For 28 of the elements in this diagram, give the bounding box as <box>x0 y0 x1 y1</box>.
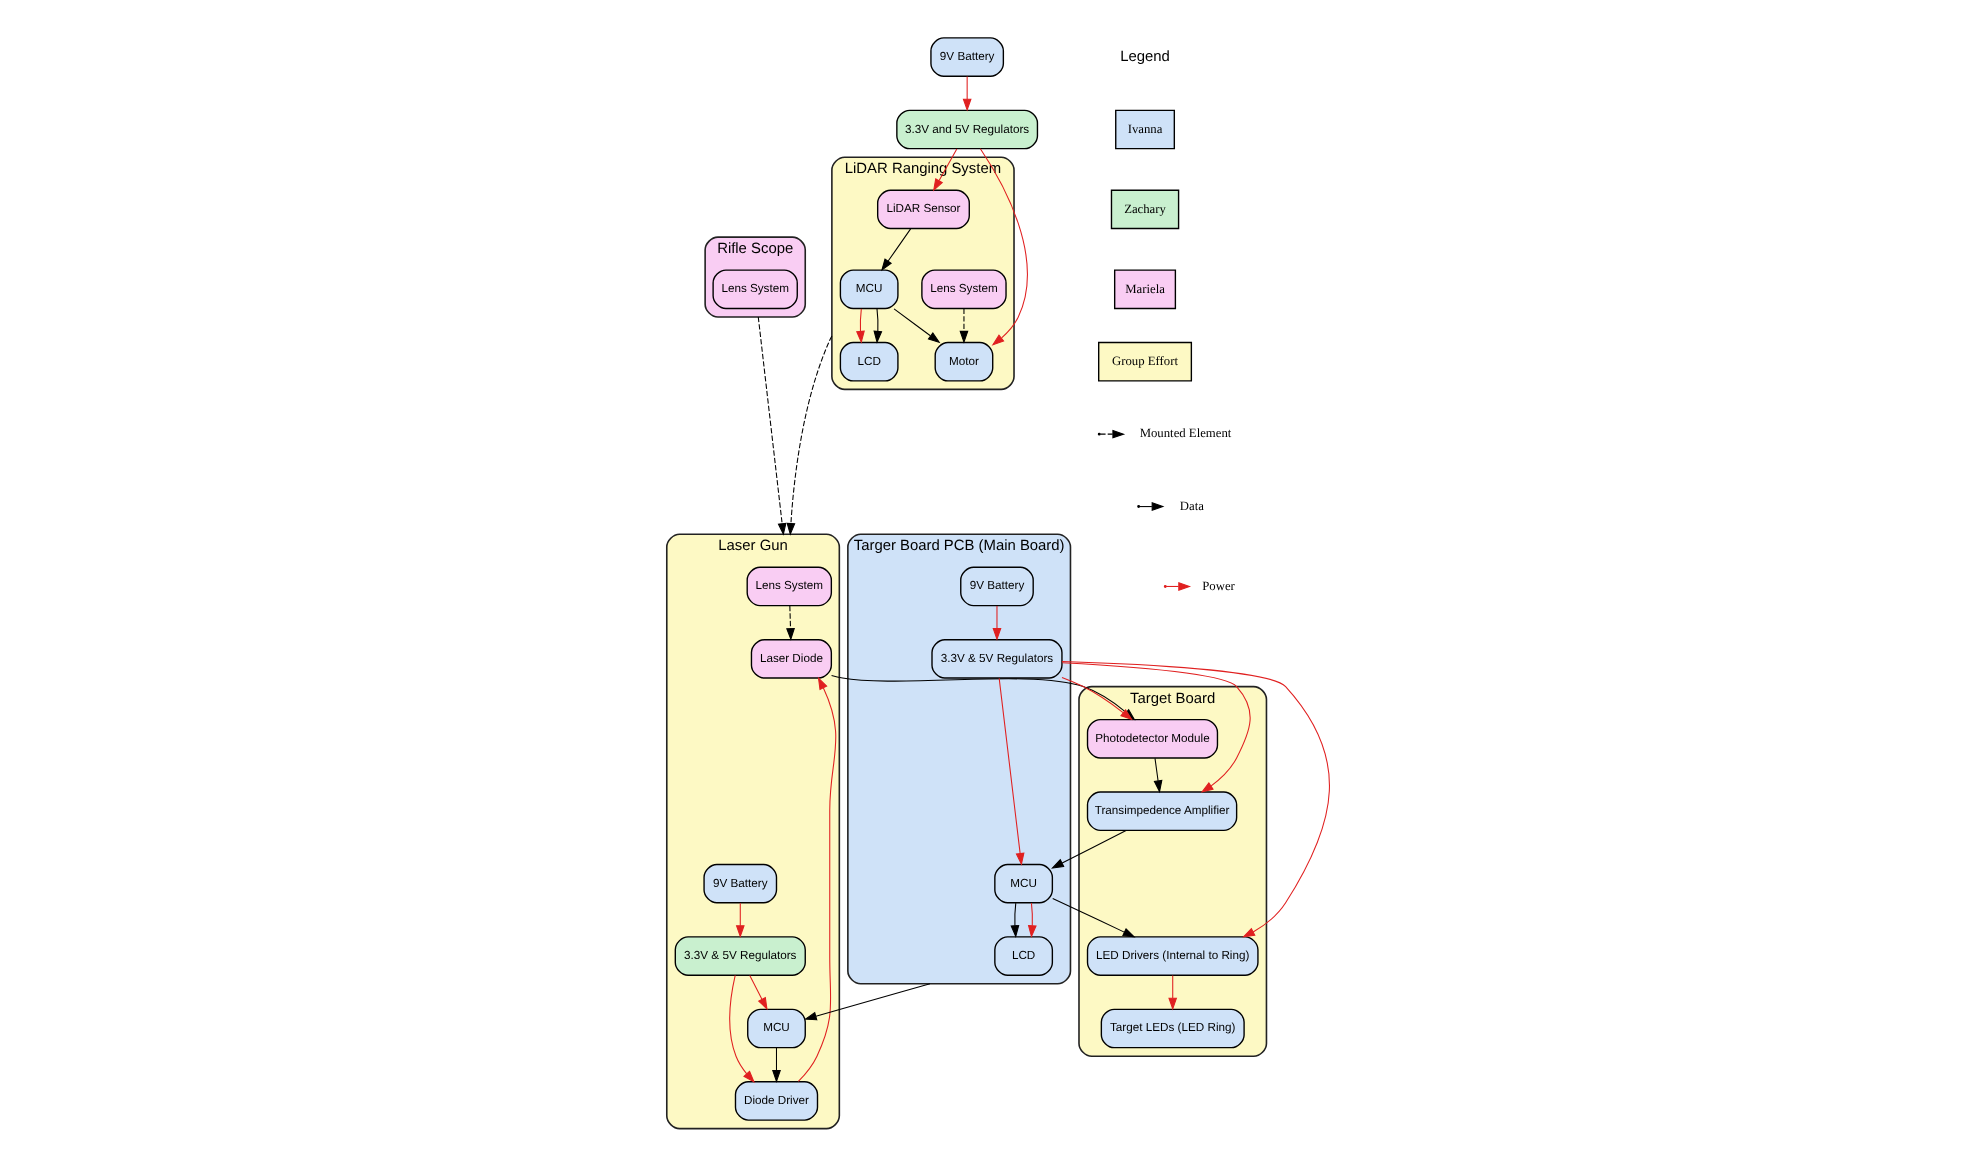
arrow <box>873 308 883 344</box>
arrow <box>786 335 833 536</box>
arrow <box>1061 662 1251 793</box>
arrow <box>959 308 969 344</box>
arrow <box>992 605 1002 641</box>
arrow <box>998 677 1025 866</box>
arrow <box>932 148 958 192</box>
arrow <box>1061 676 1133 721</box>
arrow <box>1168 975 1178 1011</box>
arrow <box>757 316 787 536</box>
arrow <box>962 76 972 112</box>
arrow <box>1010 902 1020 939</box>
arrow <box>729 974 755 1083</box>
arrow <box>1153 757 1163 794</box>
arrow <box>979 148 1028 346</box>
arrow <box>893 308 941 344</box>
arrow <box>797 676 837 1082</box>
arrow <box>749 975 768 1011</box>
arrow <box>803 983 931 1021</box>
arrow <box>855 308 865 344</box>
arrow <box>1061 660 1330 938</box>
arrow <box>881 228 912 272</box>
arrow <box>1051 830 1127 869</box>
arrow <box>786 605 795 641</box>
arrow <box>1027 902 1037 939</box>
arrow <box>735 902 745 939</box>
arrow <box>1052 897 1136 938</box>
arrow <box>772 1047 781 1083</box>
